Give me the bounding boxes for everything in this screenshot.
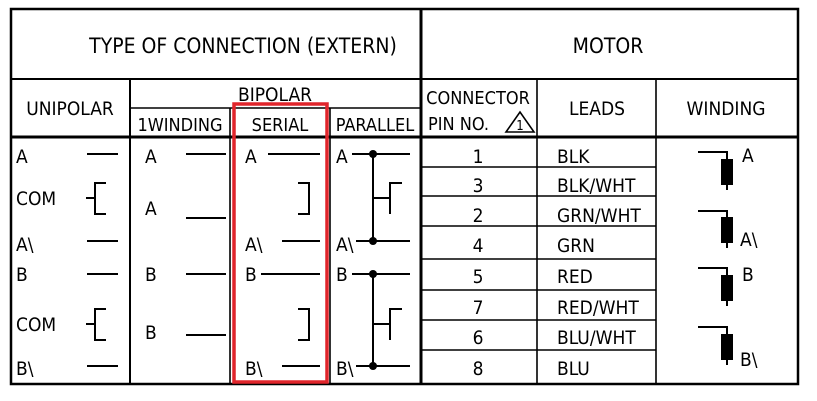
motor-title: MOTOR: [573, 34, 644, 58]
lead-color: BLK/WHT: [557, 175, 636, 197]
connector-header-line1: CONNECTOR: [426, 88, 530, 109]
winding-header: WINDING: [687, 98, 766, 120]
winding-symbols: [698, 151, 733, 365]
bipolar-header: BIPOLAR: [238, 84, 312, 106]
serial-label-a: A: [245, 146, 257, 168]
parallel-label-a: A: [336, 146, 348, 168]
pin-number: 8: [473, 358, 484, 380]
serial-label-a-not: A\: [245, 234, 263, 256]
note-triangle-icon: 1: [504, 110, 536, 134]
connector-rows: 1 BLK 3 BLK/WHT 2 GRN/WHT 4 GRN 5 RED 7 …: [473, 146, 642, 380]
pin-number: 5: [473, 266, 484, 288]
note-triangle-number: 1: [516, 119, 523, 134]
lead-color: BLU: [557, 358, 590, 380]
unipolar-label-b: B: [16, 264, 28, 286]
lead-color: RED/WHT: [557, 297, 639, 319]
lead-color: RED: [557, 266, 593, 288]
parallel-label-b-not: B\: [336, 358, 354, 380]
one-winding-label-b-2: B: [145, 322, 157, 344]
pin-number: 6: [473, 327, 484, 349]
one-winding-column: [186, 153, 226, 336]
lead-color: GRN: [557, 235, 595, 257]
one-winding-label-a-2: A: [145, 198, 157, 220]
unipolar-label-com-2: COM: [16, 314, 56, 336]
unipolar-column: [86, 153, 118, 367]
lead-color: GRN/WHT: [557, 205, 641, 227]
pin-number: 1: [473, 146, 484, 168]
parallel-header: PARALLEL: [336, 115, 415, 136]
winding-label-b: B: [742, 264, 754, 286]
one-winding-label-a: A: [145, 146, 157, 168]
parallel-junction-dots: [369, 150, 377, 370]
coil-icon: [698, 151, 733, 190]
pin-number: 7: [473, 297, 484, 319]
parallel-label-a-not: A\: [336, 234, 354, 256]
one-winding-header: 1WINDING: [137, 115, 222, 136]
unipolar-label-a: A: [16, 146, 28, 168]
coil-icon: [698, 326, 733, 365]
serial-label-b: B: [245, 264, 257, 286]
unipolar-header: UNIPOLAR: [26, 98, 114, 120]
connection-type-title: TYPE OF CONNECTION (EXTERN): [88, 34, 397, 58]
leads-header: LEADS: [569, 98, 625, 120]
one-winding-label-b: B: [145, 264, 157, 286]
coil-icon: [698, 210, 733, 248]
unipolar-label-com: COM: [16, 188, 56, 210]
serial-label-b-not: B\: [245, 358, 263, 380]
winding-label-b-not: B\: [740, 349, 758, 371]
pin-number: 2: [473, 205, 484, 227]
winding-label-a: A: [742, 145, 754, 167]
connector-header-line2: PIN NO.: [428, 114, 489, 135]
serial-column: [261, 153, 320, 367]
table-grid: [9, 7, 800, 386]
winding-label-a-not: A\: [740, 229, 758, 251]
pin-number: 4: [473, 235, 484, 257]
coil-icon: [698, 267, 733, 306]
parallel-column: [352, 153, 410, 367]
pin-number: 3: [473, 175, 484, 197]
lead-color: BLU/WHT: [557, 327, 636, 349]
unipolar-label-a-not: A\: [16, 234, 34, 256]
parallel-label-b: B: [336, 264, 348, 286]
serial-header: SERIAL: [252, 115, 309, 136]
unipolar-label-b-not: B\: [16, 358, 34, 380]
serial-highlight-box: [232, 102, 329, 384]
lead-color: BLK: [557, 146, 590, 168]
